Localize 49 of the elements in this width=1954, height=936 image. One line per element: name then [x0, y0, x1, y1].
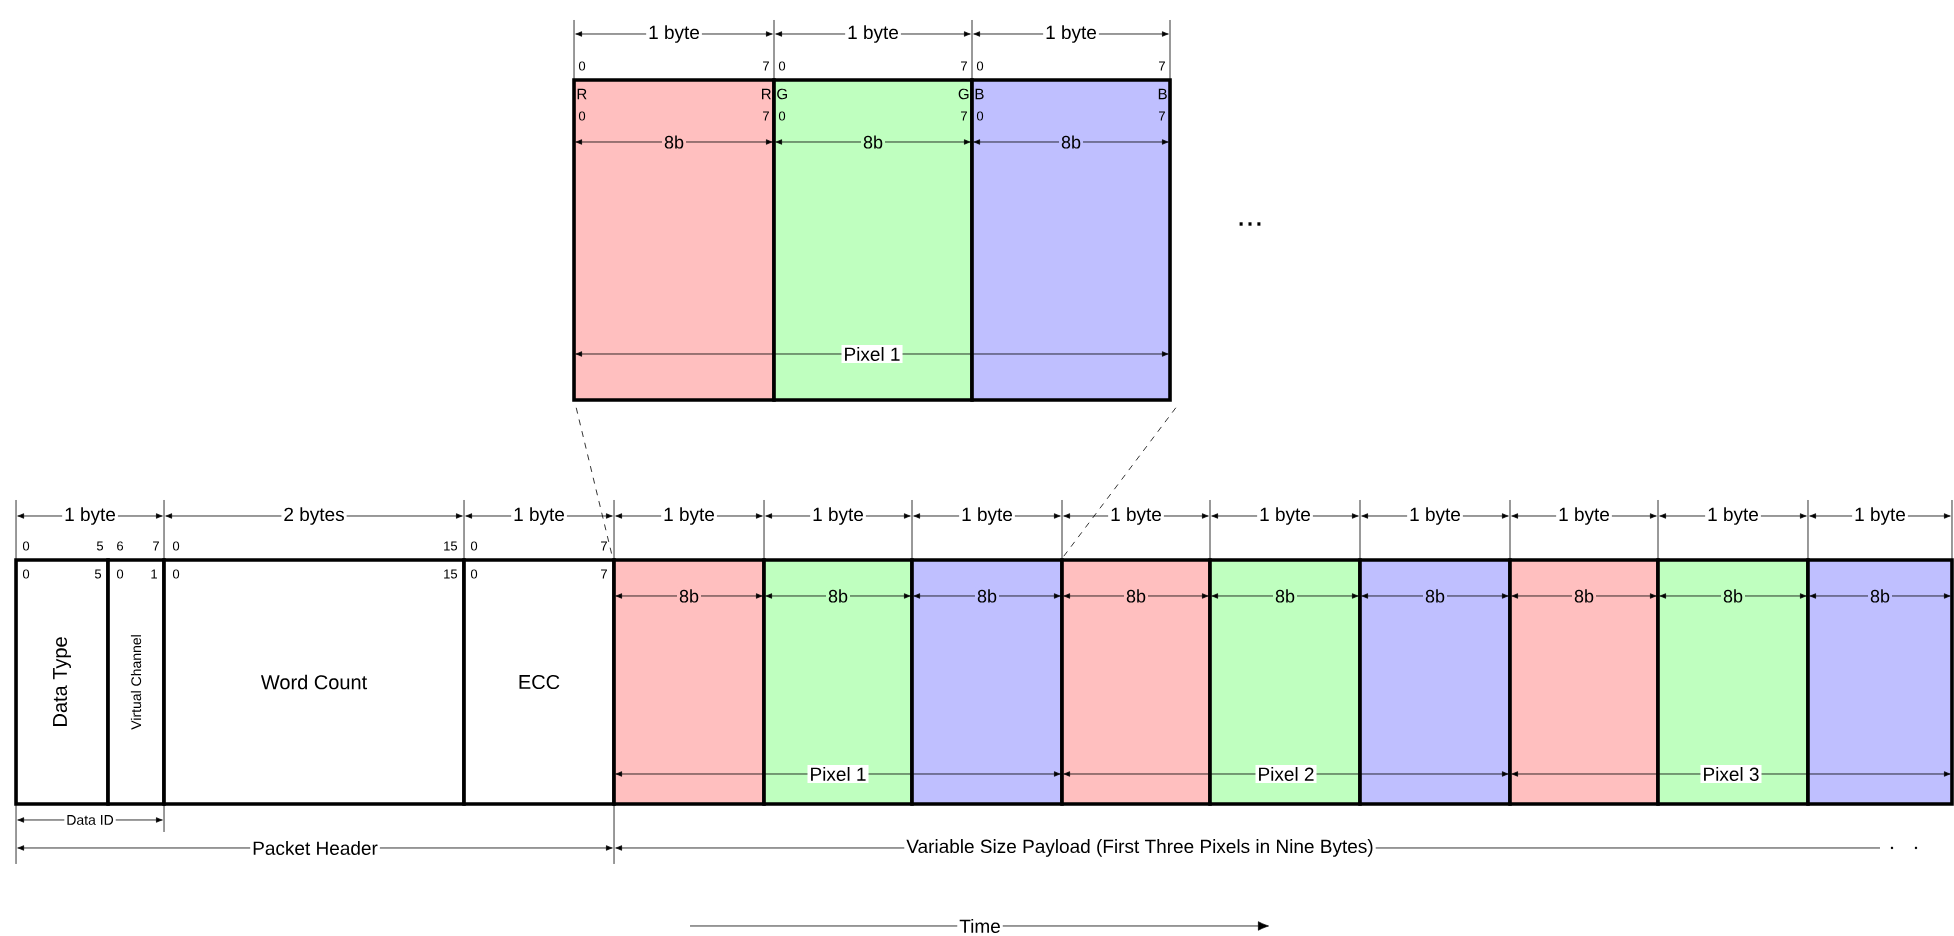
- dimension-label: 1 byte: [810, 505, 866, 527]
- byte-box: [970, 78, 1172, 402]
- dimension-label: 1 byte: [62, 505, 118, 527]
- byte-box: [1656, 558, 1810, 806]
- dimension-label: 1 byte: [646, 23, 702, 45]
- dimension-label: Pixel 2: [1255, 765, 1317, 783]
- dimension-label: 1 byte: [1108, 505, 1164, 527]
- dimension-label: Packet Header: [250, 839, 380, 857]
- byte-box: [1508, 558, 1660, 806]
- dimension-label: 8b: [1572, 587, 1596, 605]
- dimension-label: 2 bytes: [281, 505, 347, 527]
- dimension-label: 1 byte: [1705, 505, 1761, 527]
- byte-box: [612, 558, 766, 806]
- byte-box: [1208, 558, 1362, 806]
- dimension-label: 8b: [1423, 587, 1447, 605]
- dimension-label: 1 byte: [845, 23, 901, 45]
- dimension-label: 8b: [1273, 587, 1297, 605]
- dimension-label: 8b: [1059, 133, 1083, 151]
- dimension-label: 1 byte: [1407, 505, 1463, 527]
- byte-box: [762, 558, 914, 806]
- dimension-label: 8b: [662, 133, 686, 151]
- byte-box: [1358, 558, 1512, 806]
- dimension-label: 8b: [975, 587, 999, 605]
- byte-box: [1806, 558, 1954, 806]
- dimension-label: 1 byte: [1257, 505, 1313, 527]
- dimension-label: Pixel 3: [1700, 765, 1762, 783]
- dimension-label: 8b: [1868, 587, 1892, 605]
- dimension-label: 1 byte: [1043, 23, 1099, 45]
- byte-box: [1060, 558, 1212, 806]
- dimension-label: Time: [957, 917, 1003, 935]
- dimension-label: Pixel 1: [807, 765, 869, 783]
- ellipsis: ...: [1239, 222, 1261, 226]
- zoom-line: [1063, 407, 1177, 557]
- dimension-label: 1 byte: [661, 505, 717, 527]
- dimension-label: 1 byte: [511, 505, 567, 527]
- byte-box: [772, 78, 974, 402]
- dimension-label: 8b: [677, 587, 702, 605]
- dimension-label: 8b: [861, 133, 886, 151]
- dimension-label: Variable Size Payload (First Three Pixels in Nine Bytes): [904, 837, 1376, 859]
- byte-box: [572, 78, 776, 402]
- dimension-label: 1 byte: [1852, 505, 1908, 527]
- dimension-label: 8b: [1124, 587, 1148, 605]
- zoom-line: [575, 407, 613, 557]
- dimension-label: 1 byte: [1556, 505, 1612, 527]
- byte-box: [910, 558, 1064, 806]
- dimension-label: 8b: [826, 587, 850, 605]
- dimension-label: Pixel 1: [841, 345, 903, 363]
- dimension-label: 1 byte: [959, 505, 1015, 527]
- dimension-label: 8b: [1721, 587, 1745, 605]
